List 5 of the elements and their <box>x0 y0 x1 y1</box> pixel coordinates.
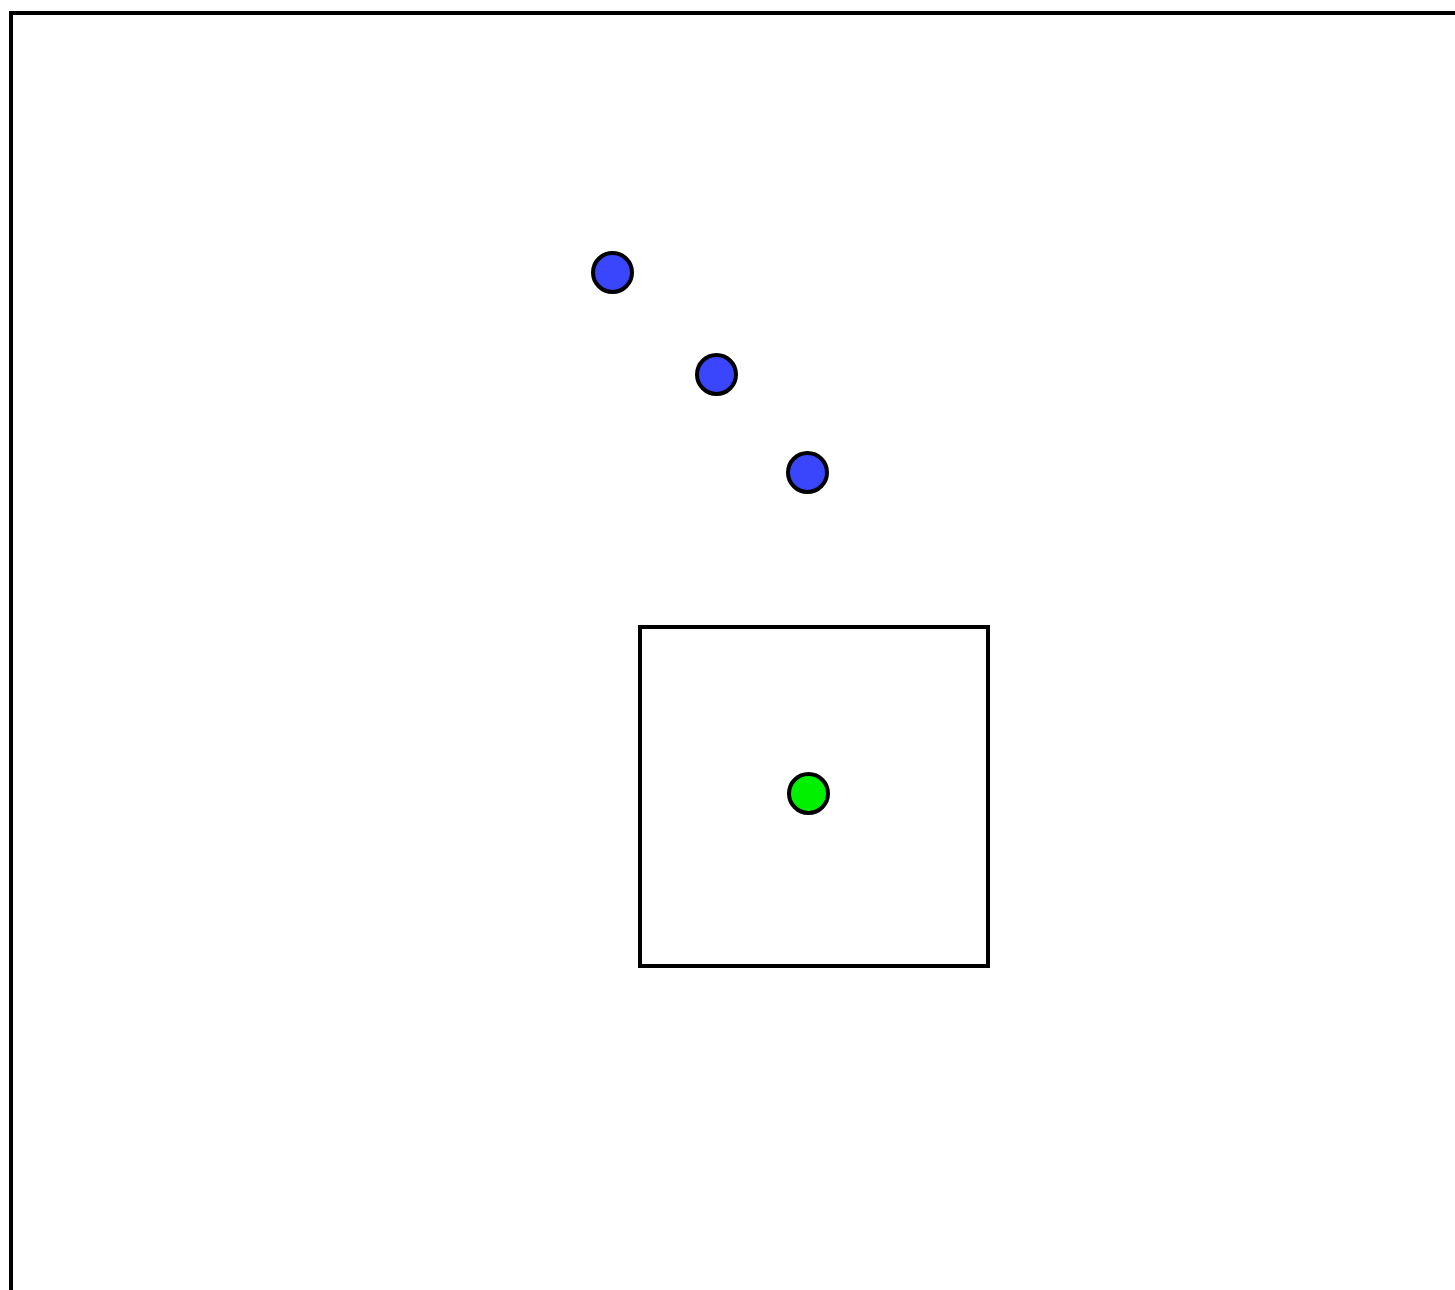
dot <box>786 451 829 494</box>
dot <box>695 353 738 396</box>
dot <box>591 251 634 294</box>
square-frame <box>638 625 990 968</box>
dot <box>787 772 830 815</box>
